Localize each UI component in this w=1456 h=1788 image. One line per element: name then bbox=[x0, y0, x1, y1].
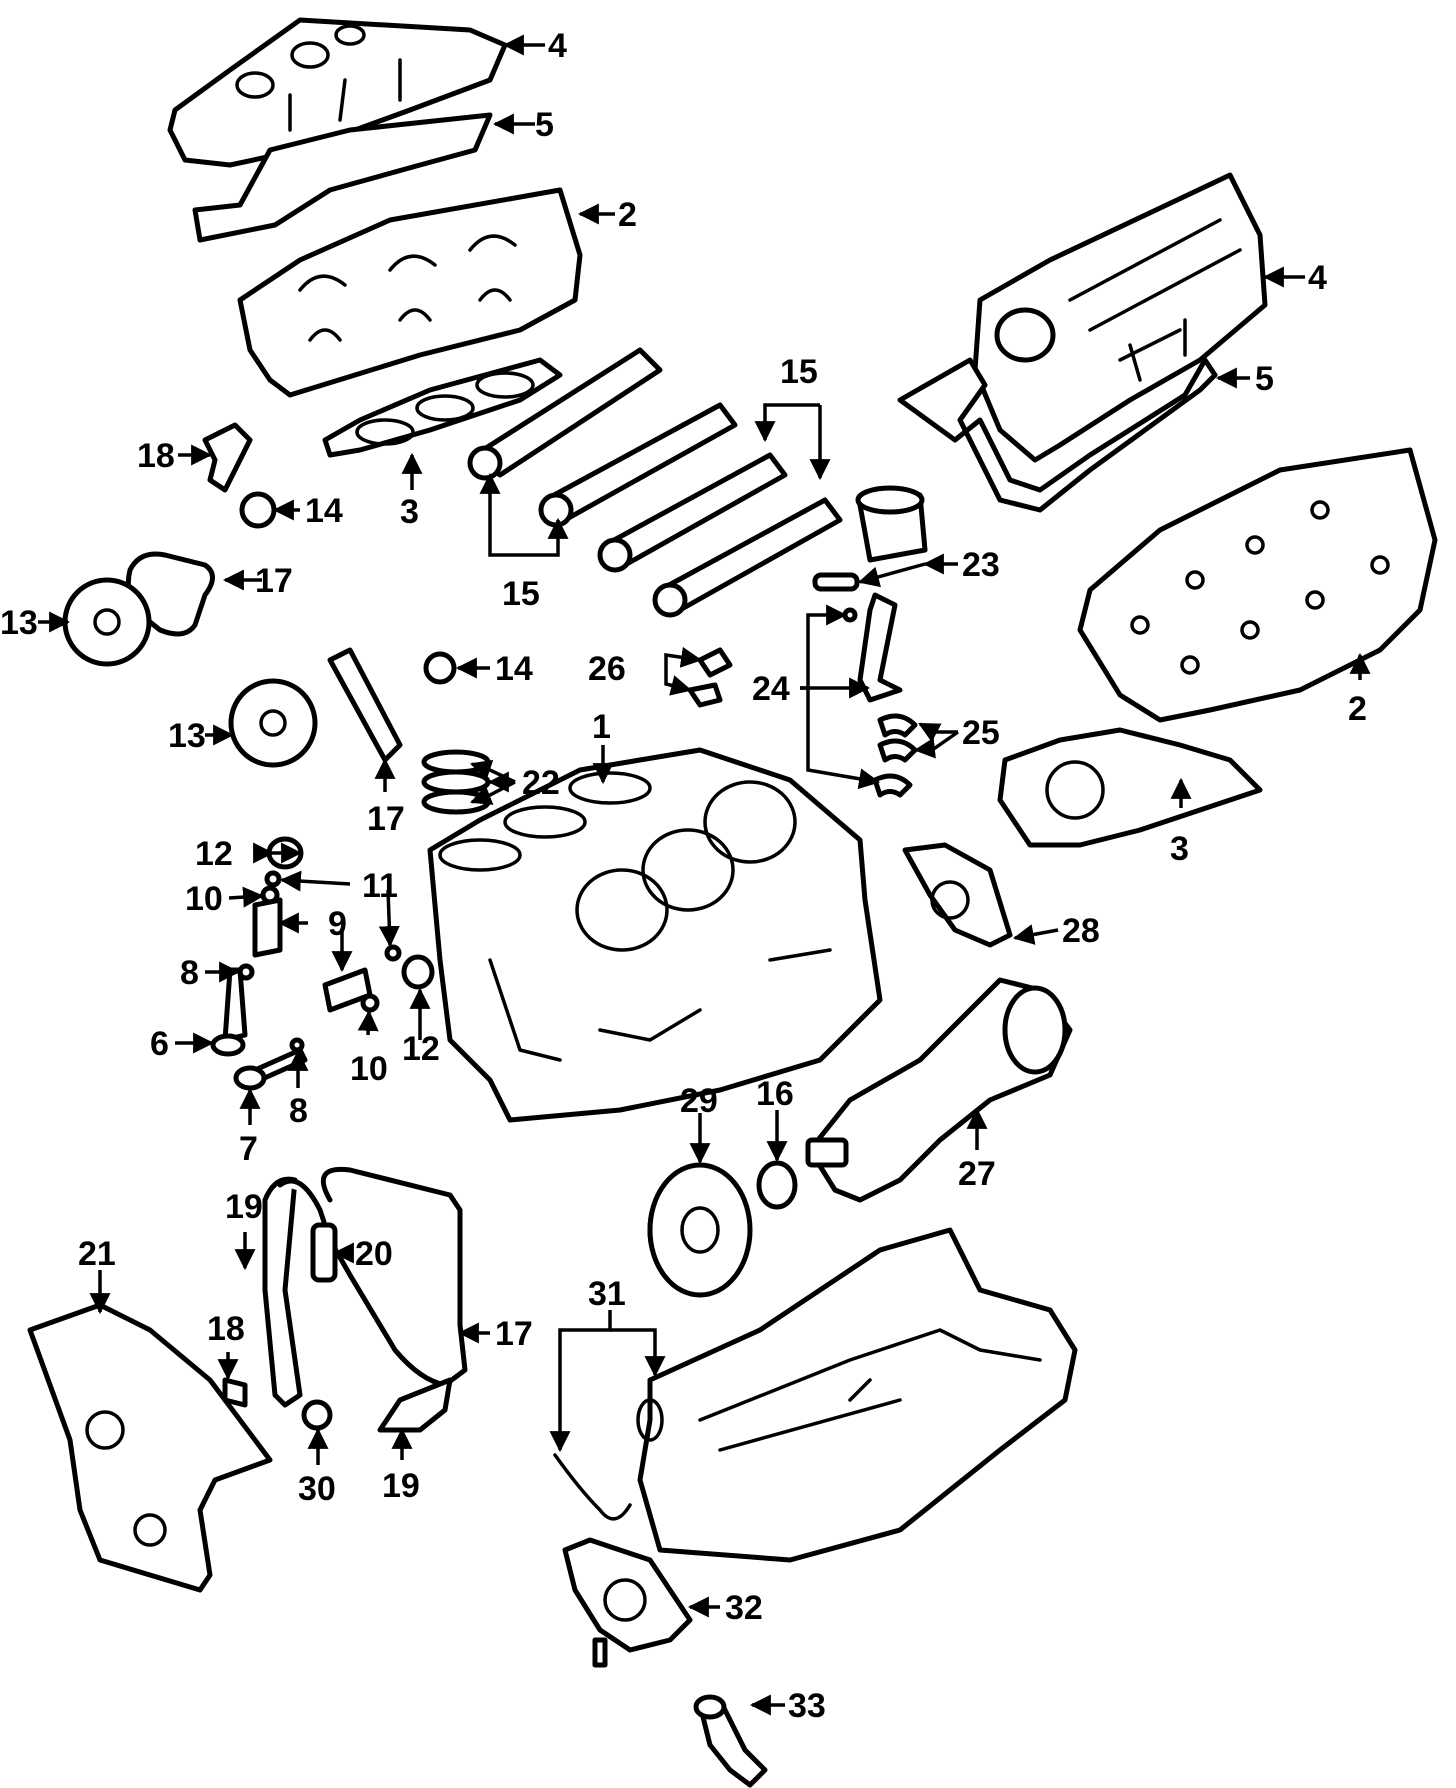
callout-17: 17 bbox=[255, 562, 293, 600]
leader-lines bbox=[38, 34, 1371, 1716]
callout-10: 10 bbox=[350, 1050, 388, 1088]
callout-28: 28 bbox=[1062, 912, 1100, 950]
callout-16: 16 bbox=[756, 1075, 794, 1113]
callout-8: 8 bbox=[180, 954, 199, 992]
callout-19: 19 bbox=[225, 1188, 263, 1226]
callout-26: 26 bbox=[588, 650, 626, 688]
callout-11: 11 bbox=[362, 867, 398, 905]
callout-10: 10 bbox=[185, 880, 223, 918]
callout-14: 14 bbox=[495, 650, 533, 688]
callout-3: 3 bbox=[1170, 830, 1189, 868]
valve-cover-left bbox=[167, 17, 508, 168]
callout-12: 12 bbox=[402, 1030, 440, 1068]
cylinder-head-right bbox=[1077, 447, 1438, 723]
callout-3: 3 bbox=[400, 493, 419, 531]
callout-8: 8 bbox=[289, 1092, 308, 1130]
callout-27: 27 bbox=[958, 1155, 996, 1193]
timing-cover bbox=[27, 1302, 273, 1593]
callout-29: 29 bbox=[680, 1082, 718, 1120]
engine-block bbox=[427, 747, 883, 1123]
callout-7: 7 bbox=[239, 1130, 258, 1168]
callout-5: 5 bbox=[1255, 360, 1274, 398]
callout-13: 13 bbox=[0, 604, 38, 642]
callout-25: 25 bbox=[962, 714, 1000, 752]
cylinder-head-left bbox=[237, 187, 583, 398]
callout-9: 9 bbox=[328, 905, 347, 943]
callout-13: 13 bbox=[168, 717, 206, 755]
crankshaft bbox=[805, 977, 1073, 1203]
callout-33: 33 bbox=[788, 1687, 826, 1725]
oil-pan-gasket bbox=[553, 1453, 632, 1521]
callout-17: 17 bbox=[495, 1315, 533, 1353]
callout-1: 1 bbox=[592, 708, 611, 746]
timing-chain-assembly bbox=[262, 1166, 468, 1433]
valve-cover-gasket-left bbox=[192, 112, 493, 243]
rear-seal-retainer bbox=[902, 842, 1013, 948]
callout-30: 30 bbox=[298, 1470, 336, 1508]
callout-19: 19 bbox=[382, 1467, 420, 1505]
callout-4: 4 bbox=[548, 27, 567, 65]
callout-22: 22 bbox=[522, 764, 560, 802]
oil-pump bbox=[562, 1537, 693, 1668]
valve-cover-gasket-right bbox=[897, 357, 1218, 513]
callout-23: 23 bbox=[962, 546, 1000, 584]
callout-6: 6 bbox=[150, 1025, 169, 1063]
callout-20: 20 bbox=[355, 1235, 393, 1273]
callout-32: 32 bbox=[725, 1589, 763, 1627]
callout-31: 31 bbox=[588, 1275, 626, 1313]
callout-4: 4 bbox=[1308, 259, 1327, 297]
oil-pickup-tube bbox=[693, 1694, 768, 1788]
callout-5: 5 bbox=[535, 106, 554, 144]
callout-14: 14 bbox=[305, 492, 343, 530]
small-parts-left bbox=[62, 422, 491, 815]
head-gasket-left bbox=[322, 357, 563, 458]
callout-18: 18 bbox=[207, 1310, 245, 1348]
callout-12: 12 bbox=[195, 835, 233, 873]
callout-15: 15 bbox=[502, 575, 540, 613]
valve-train-parts bbox=[210, 836, 435, 1091]
callout-21: 21 bbox=[78, 1235, 116, 1273]
callout-17: 17 bbox=[367, 800, 405, 838]
valve-cover-right bbox=[972, 172, 1268, 463]
callout-15: 15 bbox=[780, 353, 818, 391]
callout-2: 2 bbox=[1348, 690, 1367, 728]
camshafts bbox=[467, 347, 843, 618]
callout-24: 24 bbox=[752, 670, 790, 708]
head-gasket-right bbox=[997, 727, 1263, 848]
callout-18: 18 bbox=[137, 437, 175, 475]
callout-numbers: 4 5 2 3 18 14 17 13 15 15 4 5 23 2 3 14 … bbox=[0, 27, 1367, 1725]
piston-and-rod bbox=[687, 485, 928, 798]
damper-pulley bbox=[647, 1160, 798, 1298]
callout-2: 2 bbox=[618, 196, 637, 234]
oil-pan bbox=[636, 1227, 1078, 1563]
